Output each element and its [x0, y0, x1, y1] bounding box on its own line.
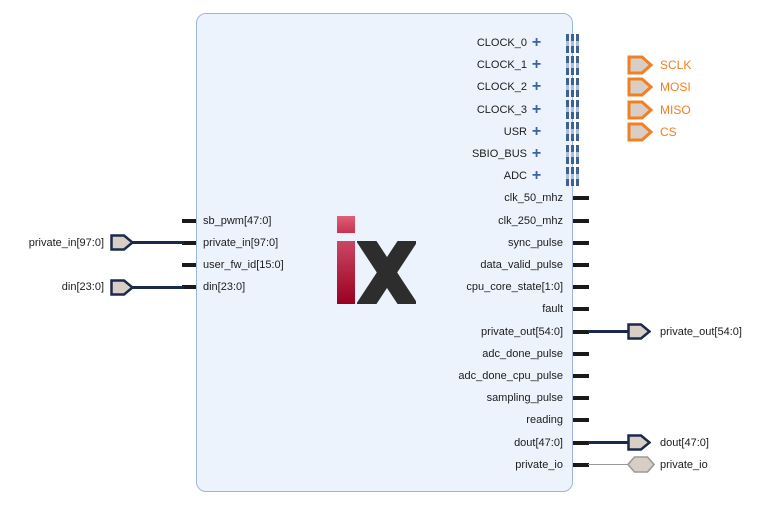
- interface-pin-label-clock-3: CLOCK_3: [476, 103, 527, 116]
- pin-connector-private-io[interactable]: [573, 462, 589, 467]
- pin-label-dout: dout[47:0]: [514, 436, 563, 449]
- interface-pin-label-usr: USR: [503, 125, 527, 138]
- logo-i-stem-icon: [337, 241, 355, 304]
- pin-connector-sync-pulse[interactable]: [573, 240, 589, 245]
- interface-pin-label-clock-0: CLOCK_0: [476, 37, 527, 49]
- logo-x-icon: [355, 231, 419, 314]
- external-port-label-dout: dout[47:0]: [660, 436, 709, 449]
- external-port-label-private-out: private_out[54:0]: [660, 325, 742, 338]
- external-port-inout-icon-private-io[interactable]: [626, 456, 656, 474]
- external-port-input-icon-din[interactable]: [110, 278, 135, 296]
- pin-connector-clk-50-mhz[interactable]: [573, 196, 589, 201]
- pin-label-private-in: private_in[97:0]: [203, 236, 279, 249]
- pin-connector-sampling-pulse[interactable]: [573, 396, 589, 401]
- external-interface-label-cs: CS: [660, 124, 677, 139]
- pin-connector-adc-done-cpu-pulse[interactable]: [573, 374, 589, 378]
- external-interface-label-miso: MISO: [660, 102, 691, 117]
- pin-label-data-valid-pulse: data_valid_pulse: [480, 259, 563, 271]
- interface-bus-icon-clock-1[interactable]: [566, 55, 579, 75]
- wire[interactable]: [588, 441, 628, 445]
- expand-plus-icon[interactable]: +: [531, 34, 542, 51]
- external-port-output-icon-dout[interactable]: [627, 434, 652, 451]
- pin-connector-dout[interactable]: [573, 440, 589, 445]
- interface-pin-label-clock-2: CLOCK_2: [476, 81, 527, 94]
- pin-label-sampling-pulse: sampling_pulse: [486, 392, 563, 405]
- wire[interactable]: [588, 330, 628, 334]
- interface-bus-icon-clock-2[interactable]: [566, 77, 579, 97]
- interface-bus-icon-clock-3[interactable]: [566, 100, 579, 120]
- pin-connector-reading[interactable]: [573, 418, 589, 423]
- expand-plus-icon[interactable]: +: [531, 167, 542, 185]
- pin-label-sync-pulse: sync_pulse: [507, 236, 563, 249]
- ix-logo: [337, 203, 419, 314]
- pin-label-sb-pwm: sb_pwm[47:0]: [203, 214, 272, 227]
- external-interface-icon-miso[interactable]: [627, 100, 654, 120]
- logo-i-dot-icon: [337, 216, 355, 233]
- pin-label-private-out: private_out[54:0]: [481, 325, 563, 338]
- pin-label-clk-250-mhz: clk_250_mhz: [498, 214, 563, 227]
- expand-plus-icon[interactable]: +: [531, 100, 542, 118]
- pin-connector-data-valid-pulse[interactable]: [573, 263, 589, 267]
- pin-label-cpu-core-state: cpu_core_state[1:0]: [466, 281, 563, 294]
- wire[interactable]: [131, 285, 184, 289]
- interface-bus-icon-clock-0[interactable]: [566, 33, 579, 53]
- pin-label-adc-done-cpu-pulse: adc_done_cpu_pulse: [458, 370, 563, 382]
- pin-label-user-fw-id: user_fw_id[15:0]: [203, 259, 284, 271]
- expand-plus-icon[interactable]: +: [531, 145, 542, 162]
- pin-connector-din[interactable]: [182, 285, 196, 290]
- wire[interactable]: [131, 241, 184, 245]
- external-port-output-icon-private-out[interactable]: [627, 323, 652, 340]
- pin-label-adc-done-pulse: adc_done_pulse: [482, 347, 563, 360]
- external-interface-label-mosi: MOSI: [660, 80, 691, 95]
- expand-plus-icon[interactable]: +: [531, 78, 542, 96]
- interface-pin-label-adc: ADC: [503, 170, 527, 183]
- pin-connector-private-in[interactable]: [182, 240, 196, 245]
- pin-connector-sb-pwm[interactable]: [182, 218, 196, 223]
- pin-connector-adc-done-pulse[interactable]: [573, 351, 589, 356]
- pin-label-din: din[23:0]: [203, 281, 246, 294]
- pin-connector-private-out[interactable]: [573, 329, 589, 334]
- pin-label-clk-50-mhz: clk_50_mhz: [504, 192, 563, 205]
- external-port-label-private-in: private_in[97:0]: [28, 236, 104, 249]
- wire[interactable]: [588, 464, 628, 466]
- external-port-input-icon-private-in[interactable]: [110, 234, 135, 252]
- interface-pin-label-clock-1: CLOCK_1: [476, 59, 527, 72]
- external-interface-icon-cs[interactable]: [627, 122, 654, 142]
- external-port-label-private-io: private_io: [660, 458, 708, 471]
- interface-pin-label-sbio-bus: SBIO_BUS: [471, 148, 527, 160]
- expand-plus-icon[interactable]: +: [531, 122, 542, 140]
- interface-bus-icon-adc[interactable]: [566, 166, 579, 186]
- external-interface-label-sclk: SCLK: [660, 58, 692, 73]
- pin-connector-clk-250-mhz[interactable]: [573, 218, 589, 223]
- pin-connector-user-fw-id[interactable]: [182, 263, 196, 267]
- pin-connector-cpu-core-state[interactable]: [573, 285, 589, 290]
- interface-bus-icon-sbio-bus[interactable]: [566, 144, 579, 164]
- external-interface-icon-sclk[interactable]: [627, 55, 654, 75]
- external-port-label-din: din[23:0]: [61, 281, 104, 294]
- pin-label-private-io: private_io: [515, 458, 563, 471]
- pin-label-reading: reading: [526, 414, 563, 427]
- pin-label-fault: fault: [542, 303, 563, 316]
- pin-connector-fault[interactable]: [573, 307, 589, 312]
- expand-plus-icon[interactable]: +: [531, 56, 542, 74]
- ip-block[interactable]: [196, 13, 573, 492]
- interface-bus-icon-usr[interactable]: [566, 122, 579, 142]
- external-interface-icon-mosi[interactable]: [627, 77, 654, 97]
